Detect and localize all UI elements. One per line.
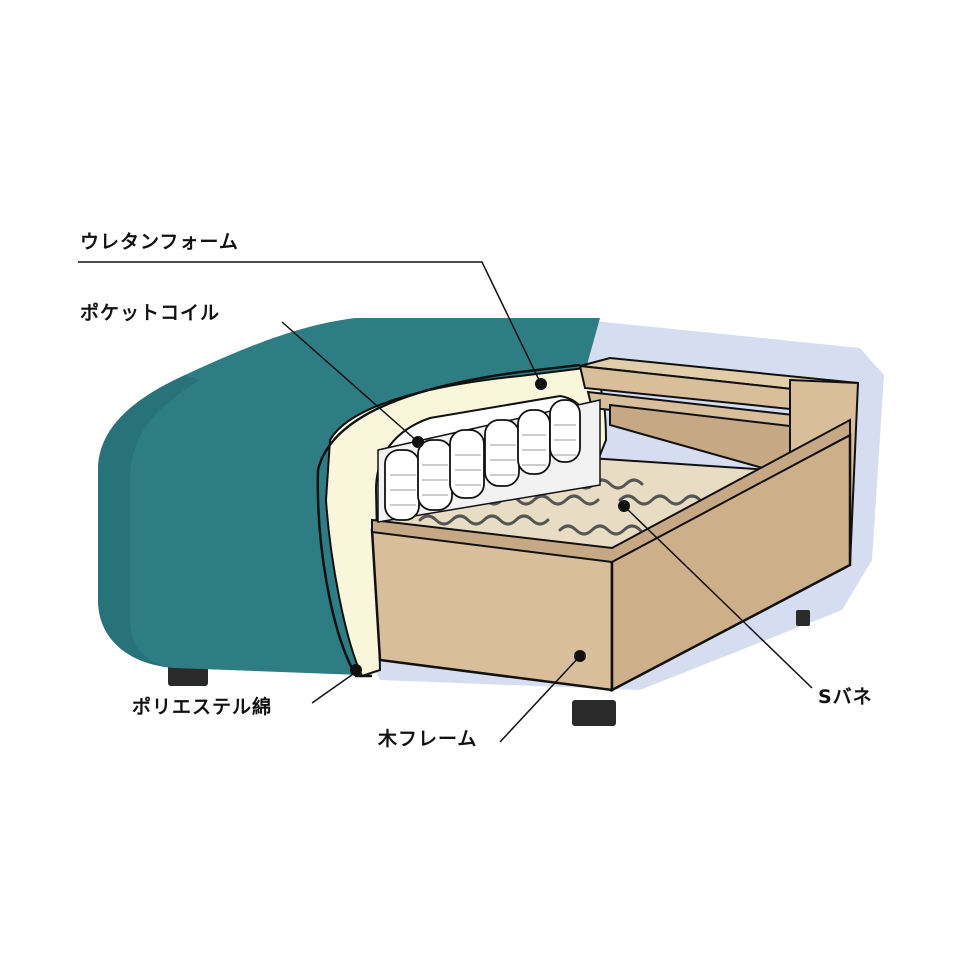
dot-pocket-coil bbox=[412, 436, 424, 448]
dot-polyester-cotton bbox=[350, 664, 362, 676]
leader-s-spring bbox=[623, 505, 813, 689]
leader-urethane-foam bbox=[78, 261, 541, 383]
pocket-coils bbox=[377, 399, 601, 523]
leader-pocket-coil bbox=[281, 321, 419, 443]
polyester-cotton-edge bbox=[316, 363, 581, 471]
dot-urethane-foam bbox=[535, 378, 547, 390]
dot-wood-frame bbox=[574, 650, 586, 662]
fabric-shade bbox=[98, 375, 200, 668]
leader-wood-frame bbox=[499, 655, 581, 743]
wood-frame-top-edge bbox=[371, 418, 851, 564]
dot-s-spring bbox=[618, 500, 630, 512]
front-right-foot bbox=[572, 700, 616, 726]
leader-lines bbox=[78, 261, 813, 743]
leader-dots bbox=[350, 378, 630, 676]
label-pocket-coil: ポケットコイル bbox=[80, 302, 221, 324]
label-urethane-foam: ウレタンフォーム bbox=[80, 231, 239, 253]
label-s-spring: Sバネ bbox=[818, 686, 873, 708]
back-right-foot bbox=[796, 610, 810, 626]
label-polyester-cotton: ポリエステル綿 bbox=[132, 696, 273, 718]
leader-polyester-cotton bbox=[311, 671, 357, 704]
label-wood-frame: 木フレーム bbox=[378, 728, 478, 750]
